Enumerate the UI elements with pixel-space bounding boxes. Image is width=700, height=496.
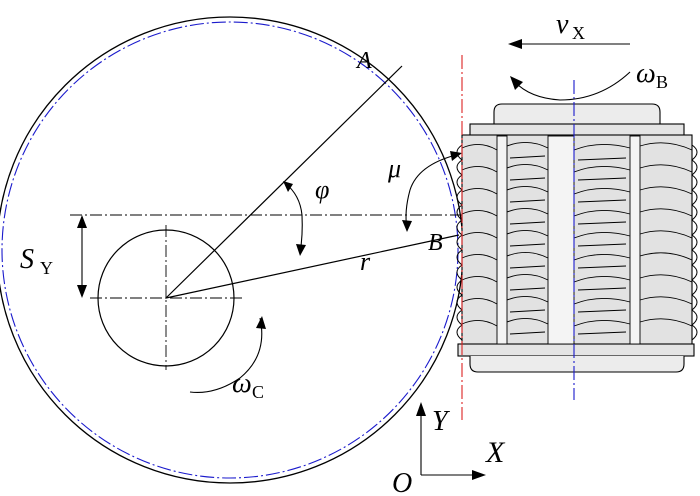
- hob-left-profile: [456, 144, 463, 341]
- label-origin-o: O: [392, 468, 412, 496]
- label-point-b: B: [428, 230, 443, 256]
- y-axis-arrowhead: [416, 402, 426, 416]
- label-s-subscript: Y: [40, 258, 53, 278]
- phi-arrow-top: [283, 181, 293, 192]
- hob-gash-3: [629, 135, 641, 345]
- x-axis-arrowhead: [472, 470, 486, 480]
- mu-arrow-bottom: [402, 220, 412, 232]
- hob-right-profile: [691, 144, 698, 341]
- hob-teeth: [461, 142, 693, 335]
- label-omega-c: ω: [232, 368, 252, 399]
- label-s: S: [20, 244, 34, 275]
- omega-b-arc: [514, 71, 631, 101]
- hob-bottom-cap: [469, 356, 685, 373]
- phi-arrow-bottom: [296, 244, 306, 256]
- label-axis-x: X: [485, 436, 506, 469]
- hob-cutter: [456, 103, 698, 373]
- phi-angle-arc: [284, 182, 303, 254]
- radius-line-r: [165, 234, 460, 299]
- label-v-subscript: X: [572, 23, 585, 43]
- omega-c-arrowhead: [256, 316, 266, 329]
- hob-top-rim: [469, 123, 685, 137]
- hob-gash-2: [547, 135, 575, 345]
- omega-c-arc: [189, 317, 263, 393]
- hob-gash-1: [496, 135, 508, 345]
- label-mu: μ: [387, 154, 401, 183]
- label-phi: φ: [315, 175, 329, 204]
- sy-arrow-top: [77, 215, 87, 228]
- sy-arrow-bottom: [77, 285, 87, 298]
- mu-angle-arc: [405, 154, 457, 229]
- label-omega-b: ω: [636, 58, 656, 89]
- vx-arrowhead: [508, 39, 522, 49]
- hob-bottom-rim: [457, 343, 695, 357]
- hob-top-cap: [493, 103, 661, 125]
- mu-arrow-top: [450, 151, 462, 161]
- omega-b-arrowhead: [510, 76, 523, 90]
- label-axis-y: Y: [432, 406, 451, 437]
- gear-outer-circle: [0, 16, 464, 484]
- label-omega-b-subscript: B: [656, 72, 668, 92]
- hob-body: [461, 134, 693, 346]
- gear-pitch-circle: [1, 21, 459, 479]
- label-omega-c-subscript: C: [252, 382, 264, 402]
- label-point-a: A: [355, 48, 372, 74]
- label-r: r: [360, 247, 371, 276]
- label-v: v: [556, 9, 569, 40]
